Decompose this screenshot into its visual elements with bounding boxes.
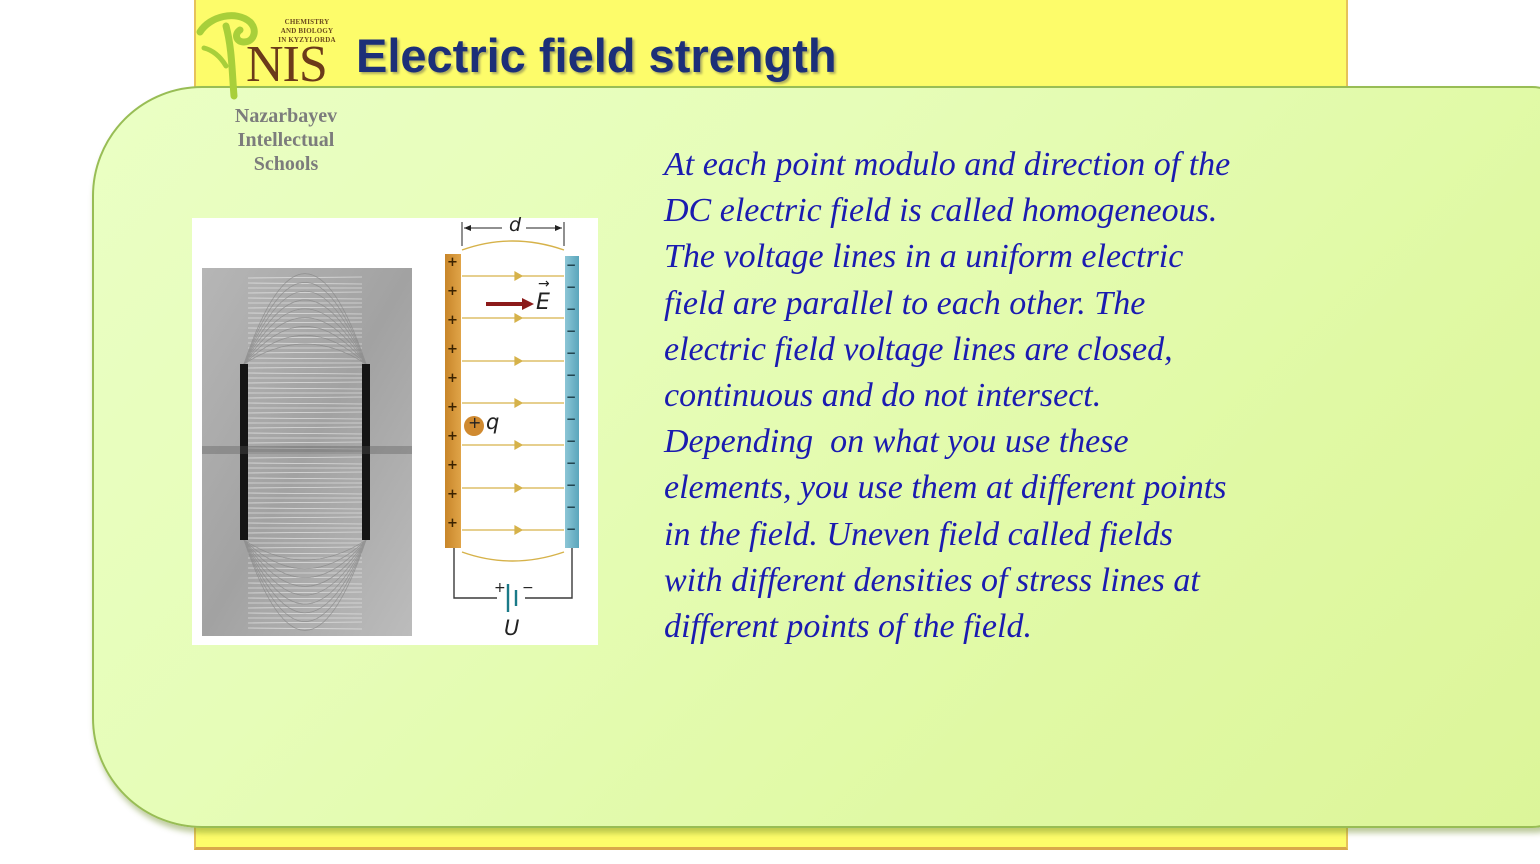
body-line: electric field voltage lines are closed, xyxy=(664,330,1173,368)
body-line: Depending on what you use these xyxy=(664,423,1129,461)
plate-minus-sign: − xyxy=(566,478,577,492)
logo-school-name: Nazarbayev Intellectual Schools xyxy=(234,105,338,175)
plate-minus-sign: − xyxy=(566,456,577,470)
logo-tagline: CHEMISTRY AND BIOLOGY in KYZYLORDA xyxy=(278,18,336,44)
plate-plus-sign: + xyxy=(447,313,458,328)
field-illustration: d → E q + U + − + + + + + + + + + + − − − − − − − − − − − − − xyxy=(192,214,598,645)
plate-plus-sign: + xyxy=(447,255,458,270)
field-lines-photo xyxy=(202,268,412,636)
plate-plus-sign: + xyxy=(447,429,458,444)
body-line: field are parallel to each other. The xyxy=(664,284,1146,322)
plate-minus-sign: − xyxy=(566,390,577,404)
field-vector-label: → E xyxy=(536,276,550,315)
battery-plus-sign: + xyxy=(494,580,506,596)
plate-minus-sign: − xyxy=(566,280,577,294)
body-line: At each point modulo and direction of th… xyxy=(664,146,1231,183)
body-text: At each point modulo and direction of th… xyxy=(664,142,1324,650)
body-line: in the field. Uneven field called fields xyxy=(664,515,1173,553)
plate-minus-sign: − xyxy=(566,412,577,426)
capacitor-diagram xyxy=(445,222,579,612)
plate-minus-sign: − xyxy=(566,368,577,382)
slide-title: Electric field strength xyxy=(356,29,837,82)
plate-minus-sign: − xyxy=(566,324,577,338)
body-line: continuous and do not intersect. xyxy=(664,377,1102,415)
plate-minus-sign: − xyxy=(566,500,577,514)
body-line: elements, you use them at different poin… xyxy=(664,469,1227,507)
body-line: with different densities of stress lines… xyxy=(664,561,1200,599)
charge-label: q xyxy=(486,410,500,434)
plate-plus-sign: + xyxy=(447,516,458,531)
plate-plus-sign: + xyxy=(447,458,458,473)
plate-plus-sign: + xyxy=(447,342,458,357)
plate-plus-sign: + xyxy=(447,371,458,386)
battery-minus-sign: − xyxy=(522,580,534,596)
plate-minus-sign: − xyxy=(566,346,577,360)
charge-plus-sign: + xyxy=(468,413,482,432)
voltage-label: U xyxy=(504,616,520,640)
logo-abbreviation: NIS xyxy=(246,36,328,93)
nis-logo xyxy=(196,8,348,180)
body-line: different points of the field. xyxy=(664,608,1032,646)
plate-minus-sign: − xyxy=(566,302,577,316)
plate-minus-sign: − xyxy=(566,434,577,448)
distance-label: d xyxy=(509,214,522,236)
body-line: The voltage lines in a uniform electric xyxy=(664,238,1184,276)
plate-plus-sign: + xyxy=(447,400,458,415)
plate-plus-sign: + xyxy=(447,284,458,299)
plate-minus-sign: − xyxy=(566,258,577,272)
plate-plus-sign: + xyxy=(447,487,458,502)
plate-minus-sign: − xyxy=(566,522,577,536)
body-line: DC electric field is called homogeneous. xyxy=(664,192,1218,230)
